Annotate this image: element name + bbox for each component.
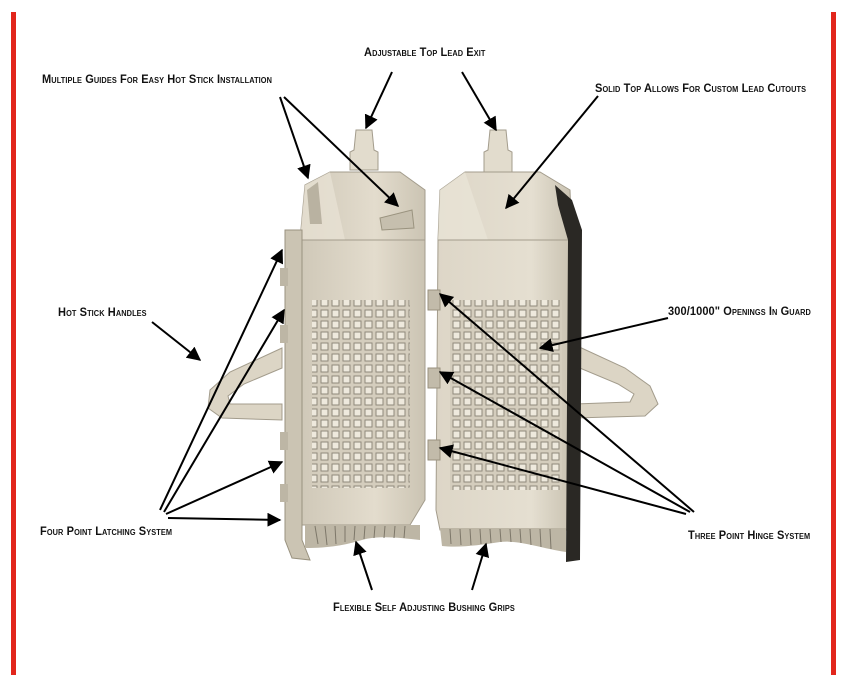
right-guard-rim (555, 185, 582, 562)
right-bushing-grip (440, 528, 566, 552)
arrow-guides-2 (283, 96, 400, 207)
label-hot-stick-handles: Hot Stick Handles (58, 305, 147, 319)
arrow-guides-1 (279, 96, 311, 180)
arrow-openings (538, 317, 669, 352)
label-openings: 300/1000" Openings In Guard (668, 304, 811, 318)
label-multiple-guides: Multiple Guides For Easy Hot Stick Insta… (42, 72, 273, 86)
hinge-knuckle-3 (427, 439, 441, 461)
arrow-latching-3 (165, 460, 284, 515)
arrow-grips-right (471, 542, 490, 591)
leader-arrows (151, 71, 695, 591)
label-four-point-latching: Four Point Latching System (40, 524, 173, 538)
left-bushing-grip (305, 525, 420, 548)
arrow-top-lead-left (364, 71, 393, 130)
label-solid-top: Solid Top Allows For Custom Lead Cutouts (595, 81, 807, 95)
hinge-knuckle-2 (427, 367, 441, 389)
arrow-handles (151, 321, 202, 361)
arrow-top-lead-right (461, 71, 497, 132)
right-guard-openings-grid (450, 300, 562, 490)
arrow-hinge-1 (438, 293, 695, 513)
left-top-lead-exit (349, 129, 379, 171)
label-top-lead-exit: Adjustable Top Lead Exit (364, 45, 486, 59)
arrow-latching-2 (163, 308, 285, 513)
arrow-latching-1 (159, 248, 283, 511)
label-bushing-grips: Flexible Self Adjusting Bushing Grips (333, 600, 515, 614)
left-hot-stick-handle (207, 347, 283, 421)
right-hot-stick-handle (574, 344, 659, 419)
arrow-hinge-2 (438, 371, 691, 513)
right-guard-half (427, 129, 659, 562)
hinge-knuckle-1 (427, 289, 441, 311)
right-top-lead-exit (483, 129, 513, 173)
left-guard-openings-grid (312, 300, 410, 488)
left-red-border (11, 12, 16, 675)
left-guide-tab (307, 182, 322, 224)
left-guard-half (207, 129, 426, 561)
left-latch-edge (284, 229, 311, 561)
right-guide-tab (379, 209, 415, 231)
label-three-point-hinge: Three Point Hinge System (688, 528, 811, 542)
arrow-hinge-3 (438, 444, 687, 515)
arrow-solid-top (505, 95, 599, 210)
right-red-border (831, 12, 836, 675)
arrow-latching-4 (167, 512, 282, 527)
arrow-grips-left (353, 540, 373, 591)
